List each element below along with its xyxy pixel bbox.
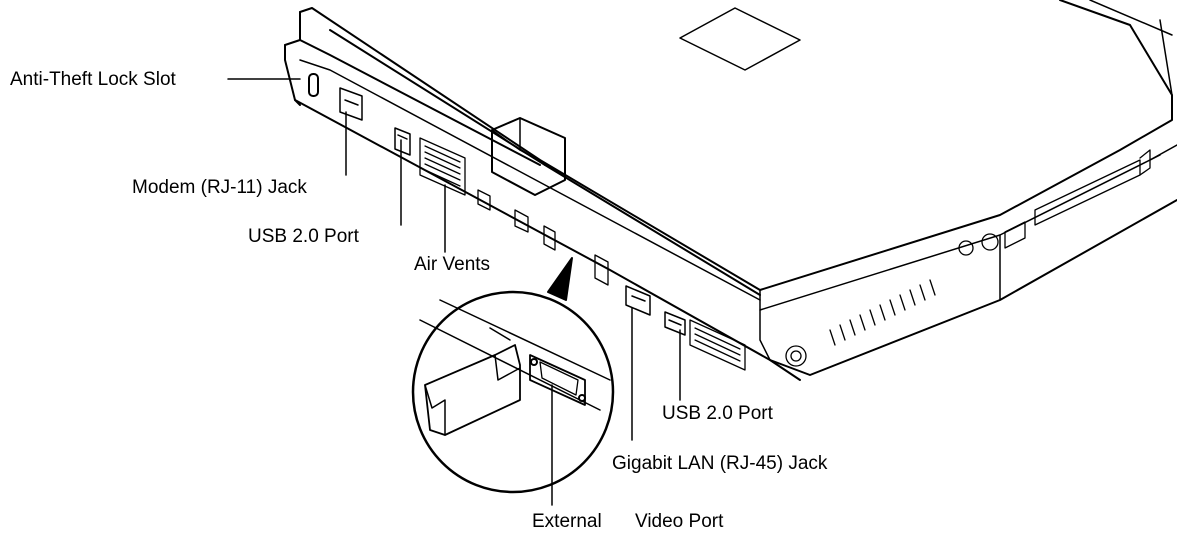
leader-lines — [227, 78, 681, 506]
label-usb-port-right: USB 2.0 Port — [662, 403, 773, 424]
air-vents-right-shape — [689, 319, 746, 371]
magnified-view — [411, 290, 615, 494]
label-video-port: Video Port — [635, 511, 724, 532]
callout-pointer — [547, 257, 573, 301]
laptop-base — [284, 39, 1177, 381]
air-vents-left-shape — [419, 137, 466, 196]
side-vents-shape — [785, 149, 1151, 367]
usb-right-shape — [664, 311, 686, 336]
label-air-vents: Air Vents — [414, 254, 491, 275]
label-external: External — [532, 511, 602, 532]
hinge — [491, 117, 566, 196]
label-anti-theft-lock-slot: Anti-Theft Lock Slot — [10, 69, 176, 90]
label-usb-port-left: USB 2.0 Port — [248, 226, 359, 247]
label-gigabit-lan-jack: Gigabit LAN (RJ-45) Jack — [612, 453, 828, 474]
lan-jack-shape — [625, 285, 651, 316]
label-modem-jack: Modem (RJ-11) Jack — [132, 177, 307, 198]
modem-jack-shape — [339, 87, 363, 121]
usb-left-shape — [394, 127, 411, 156]
lock-slot-shape — [308, 73, 319, 97]
